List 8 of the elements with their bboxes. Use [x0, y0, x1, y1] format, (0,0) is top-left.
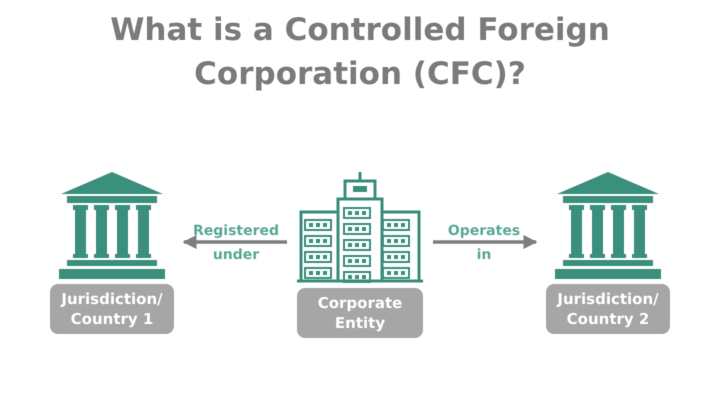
- label-box: Jurisdiction/ Country 2: [546, 284, 670, 334]
- edge-label: Operates in: [448, 222, 520, 265]
- label-box: Corporate Entity: [297, 288, 423, 338]
- arrow: [182, 235, 287, 249]
- title: What is a Controlled Foreign Corporation (CFC)?: [110, 11, 610, 94]
- edge-label: Registered under: [192, 222, 280, 265]
- label-box: Jurisdiction/ Country 1: [50, 284, 174, 334]
- arrow: [433, 235, 538, 249]
